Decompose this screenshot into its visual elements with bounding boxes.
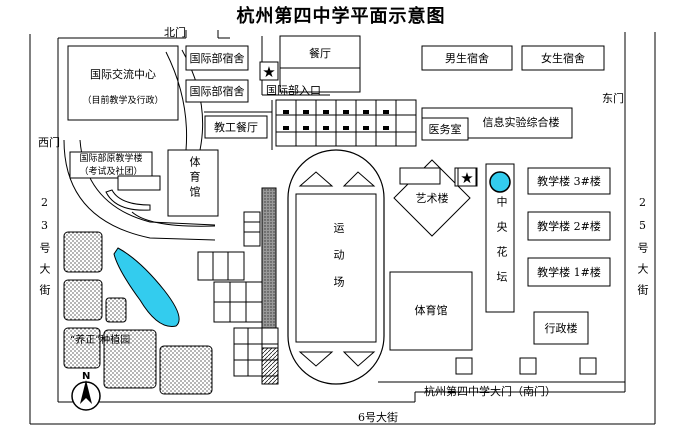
south-gate-label: 杭州第四中学大门（南门）: [424, 385, 556, 398]
intl-dorm-2: [185, 79, 249, 103]
star-icon: ★: [457, 167, 477, 187]
girls-dorm-label: 女生宿舍: [541, 51, 585, 65]
star-icon: ★: [259, 61, 279, 81]
girls-dorm: [521, 45, 605, 71]
big-gym-label: 体育馆: [414, 303, 448, 317]
central-garden-label: 中央花坛: [495, 196, 508, 296]
garden-label: “养正”种植园: [70, 335, 131, 346]
small-gym-label: 体育馆: [188, 156, 201, 201]
intl-exchange-center-label: 国际交流中心: [90, 67, 156, 81]
teaching-building-2-label: 教学楼 2#楼: [537, 219, 601, 233]
intl-exchange-center-note: （目前教学及行政）: [82, 95, 164, 106]
intl-dorm-2-label: 国际部宿舍: [189, 84, 245, 98]
intl-teaching-note: （考试及社团）: [79, 166, 143, 177]
north-gate-label: 北门: [164, 26, 186, 39]
sports-field-label: 运动场: [332, 222, 345, 303]
intl-entrance-label: 国际部入口: [266, 84, 321, 97]
parking-lot: [275, 99, 417, 147]
garden-plots: [63, 231, 213, 395]
info-lab-label: 信息实验综合楼: [482, 115, 560, 129]
east-street-label: 25号大街: [636, 196, 649, 305]
art-building-label: 艺术楼: [415, 191, 449, 205]
svg-text:★: ★: [460, 169, 473, 187]
paved-strip: [261, 187, 277, 349]
teaching-building-3: [527, 167, 611, 195]
campus-boundary: [29, 32, 656, 425]
intl-dorm-1-label: 国际部宿舍: [189, 51, 245, 65]
compass-n-label: N: [82, 371, 91, 382]
teaching-building-1-label: 教学楼 1#楼: [537, 265, 601, 279]
intl-dorm-1: [185, 45, 249, 71]
boys-dorm-label: 男生宿舍: [445, 51, 489, 65]
lake: [113, 247, 180, 327]
fountain-pond: [489, 171, 511, 193]
canteen-label: 餐厅: [309, 46, 331, 60]
big-gym: [389, 271, 473, 351]
intl-teaching-label: 国际部原教学楼: [79, 153, 143, 164]
south-street-label: 6号大街: [358, 411, 398, 424]
staff-canteen-label: 教工餐厅: [214, 120, 258, 134]
west-gate-label: 西门: [38, 136, 60, 149]
map-title: 杭州第四中学平面示意图: [236, 6, 446, 27]
boys-dorm: [421, 45, 513, 71]
teaching-building-2: [527, 211, 611, 241]
east-gate-label: 东门: [602, 92, 624, 105]
teaching-building-3-label: 教学楼 3#楼: [537, 174, 601, 188]
intl-exchange-center: [67, 45, 179, 121]
admin-building-label: 行政楼: [544, 321, 578, 335]
clinic: [421, 117, 469, 141]
intl-teaching-building: [69, 151, 153, 179]
small-gym: [167, 149, 219, 217]
canteen-building: [279, 35, 361, 93]
clinic-label: 医务室: [428, 122, 462, 136]
svg-text:★: ★: [262, 63, 275, 81]
staff-canteen: [204, 115, 268, 139]
north-arrow-icon: [71, 380, 101, 411]
teaching-building-1: [527, 257, 611, 287]
west-street-label: 23号大街: [38, 196, 51, 305]
admin-building: [533, 311, 589, 345]
